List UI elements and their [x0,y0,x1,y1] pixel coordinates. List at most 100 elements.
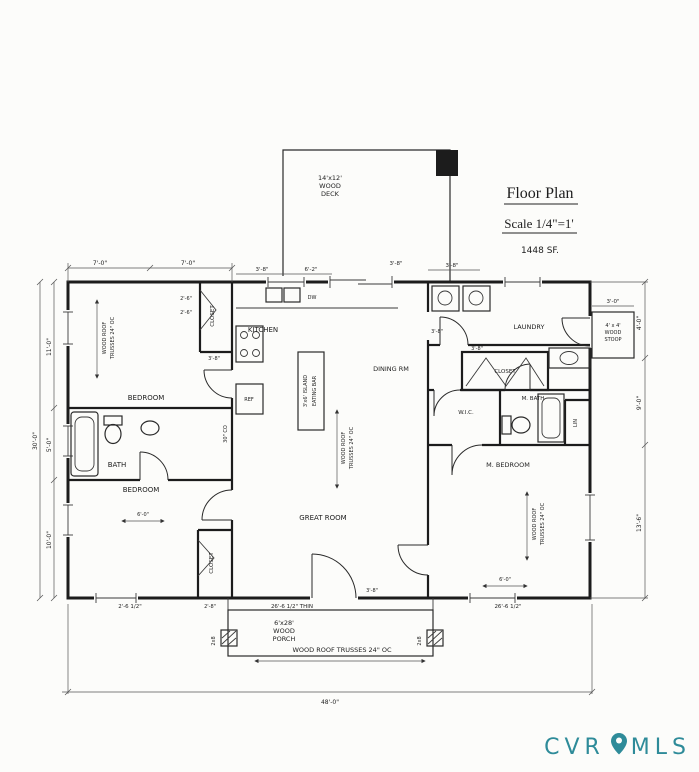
svg-text:30'-0": 30'-0" [32,432,39,450]
svg-text:3'-8": 3'-8" [255,267,268,273]
door-bedroom2 [201,489,233,521]
porch-post-right [426,629,444,647]
svg-text:3'-8": 3'-8" [471,346,483,352]
svg-text:2'-6 1/2": 2'-6 1/2" [118,604,142,610]
svg-text:WOOD: WOOD [319,182,341,190]
door-wic [433,389,461,417]
room-labels: KITCHEN DINING RM LAUNDRY GREAT ROOM M. … [108,295,579,574]
svg-text:DECK: DECK [321,190,340,198]
laundry-label: LAUNDRY [514,323,545,331]
doors [139,289,591,599]
porch-label: 6'x28' [274,619,294,627]
bifold-closet2 [465,357,545,387]
deck-stair [436,150,458,176]
cvr-mls-logo: CVR MLS [544,733,691,761]
bathtub [70,411,99,477]
toilet [103,415,123,445]
svg-text:EATING BAR: EATING BAR [312,375,318,406]
door-bath [139,451,169,481]
svg-text:3'-8": 3'-8" [389,261,402,267]
svg-text:4'-0": 4'-0" [636,316,643,330]
mbath-vanity [548,347,591,369]
refrigerator [235,383,264,415]
window-bedroom1 [63,311,73,345]
closet1-label: CLOSET [210,305,216,327]
svg-text:STOOP: STOOP [604,337,621,343]
deck-label: 14'x12' [318,174,342,182]
svg-text:2'-6": 2'-6" [180,296,192,302]
logo-mls: MLS [630,734,691,760]
sliding-door-deck [329,276,393,288]
window-bedroom2-left [63,504,73,536]
mbath-label: M. BATH [522,396,545,402]
dim: 7'-0" [93,260,107,267]
wic-label: W.I.C. [458,410,474,416]
fixtures [70,285,591,477]
svg-text:WOOD: WOOD [273,627,295,635]
svg-text:3'-8": 3'-8" [431,329,443,335]
svg-text:48'-0": 48'-0" [321,699,339,706]
range [235,325,264,363]
window-laundry [504,277,541,287]
svg-text:10'-0": 10'-0" [46,531,53,549]
door-greatroom-rear [397,544,429,576]
svg-text:5'-0": 5'-0" [46,438,53,452]
master-bedroom-label: M. BEDROOM [486,461,530,469]
svg-text:WOOD ROOF: WOOD ROOF [341,432,347,465]
bath-label: BATH [108,461,127,469]
svg-text:3'-8": 3'-8" [445,263,458,269]
svg-text:WOOD: WOOD [605,330,622,336]
truss-notes: WOOD ROOF TRUSSES 24" OC WOOD ROOF TRUSS… [94,299,546,561]
door-stoop [561,317,591,347]
dw-label: DW [308,295,317,301]
dining-label: DINING RM [373,365,409,373]
svg-text:3'-8": 3'-8" [366,588,378,594]
porch-post-left [220,629,238,647]
svg-text:3'-8": 3'-8" [208,356,220,362]
mbath-shower [537,393,565,443]
svg-text:TRUSSES 24" OC: TRUSSES 24" OC [349,426,355,470]
title-block: Floor Plan Scale 1/4"=1' 1448 SF. [502,185,578,256]
svg-text:7'-0": 7'-0" [181,260,195,267]
truss-note-greatroom: WOOD ROOF TRUSSES 24" OC [334,409,355,489]
svg-text:9'-0": 9'-0" [636,396,643,410]
porch-truss-label: WOOD ROOF TRUSSES 24" OC [292,646,392,654]
svg-text:6'-0": 6'-0" [499,577,511,583]
svg-text:2x8: 2x8 [417,636,423,645]
svg-text:TRUSSES 24" OC: TRUSSES 24" OC [540,502,546,546]
dimension-lines: 7'-0" 7'-0" 3'-8" 6'-2" 3'-8" 3'-8" 11'-… [32,260,649,706]
bifold-closet3 [197,539,215,577]
svg-text:2'-6": 2'-6" [180,310,192,316]
closet2-label: CLOSET [494,369,516,375]
window-kitchen [267,277,305,287]
location-pin-icon [610,733,627,761]
washer-dryer [431,285,491,312]
exterior-walls [66,280,592,600]
door-bedroom1 [203,369,233,399]
svg-text:13'-6": 13'-6" [636,514,643,532]
plan-title: Floor Plan [506,185,573,202]
wood-stoop: 4' x 4' WOOD STOOP [591,311,635,359]
island [297,351,325,431]
great-room-label: GREAT ROOM [299,514,346,522]
island-label: 3'x6' ISLAND [303,375,309,407]
plan-scale: Scale 1/4"=1' [504,216,574,231]
window-bedroom2-bottom [95,593,137,603]
svg-text:2'-8": 2'-8" [204,604,216,610]
windows [63,276,595,603]
door-laundry [439,316,469,346]
svg-text:30" CO: 30" CO [223,425,229,443]
closet3-label: CLOSET [209,552,215,574]
mbath-toilet [501,415,531,435]
bath-sink [140,420,160,436]
plan-area: 1448 SF. [521,246,559,256]
stoop-label: 4' x 4' [605,323,620,329]
svg-text:26'-6 1/2": 26'-6 1/2" [494,604,521,610]
svg-text:26'-6 1/2" THIN: 26'-6 1/2" THIN [271,604,313,610]
wood-porch: 6'x28' WOOD PORCH WOOD ROOF TRUSSES 24" … [220,598,444,664]
svg-text:WOOD ROOF: WOOD ROOF [102,322,108,355]
wood-deck: 14'x12' WOOD DECK [282,149,458,282]
kitchen-sink [265,287,283,303]
svg-text:2x8: 2x8 [211,636,217,645]
